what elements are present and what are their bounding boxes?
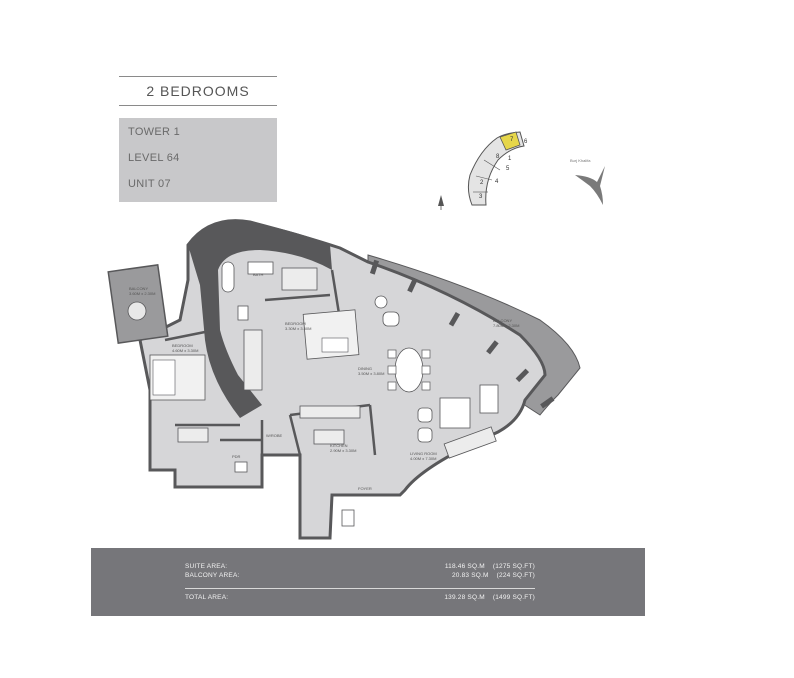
kitchen-island: [313, 429, 345, 445]
unit-info-panel: TOWER 1 LEVEL 64 UNIT 07: [119, 118, 277, 202]
room-label-living: LIVING ROOM: [410, 451, 437, 456]
apartment-plan: BALCONY 3.60M x 2.30M BATH BEDROOM 4.60M…: [107, 219, 581, 540]
burj-khalifa-direction-icon: Burj Khalifa: [570, 158, 605, 205]
key-unit-6: 6: [524, 139, 528, 145]
room-label-wardrobe: W/ROBE: [266, 433, 283, 438]
room-dim-dining: 3.50M x 3.80M: [358, 371, 384, 376]
room-label-balcony-left: BALCONY: [129, 286, 148, 291]
page-title: 2 BEDROOMS: [146, 83, 250, 99]
key-unit-4: 4: [495, 179, 499, 185]
room-label-balcony-right: BALCONY: [493, 318, 512, 323]
level-label: LEVEL 64: [128, 152, 180, 164]
suite-area-label: SUITE AREA:: [185, 563, 228, 570]
room-dim-living: 4.00M x 7.30M: [410, 456, 436, 461]
total-area-value: 139.28 SQ.M (1499 SQ.FT): [444, 594, 535, 601]
room-dim-balcony-right: 7.80M x 2.30M: [493, 323, 519, 328]
key-plan: 7 6 8 1 2 3 4 5: [467, 131, 528, 206]
key-unit-8: 8: [496, 154, 500, 160]
core-wall: [188, 220, 332, 418]
room-label-foyer: FOYER: [358, 486, 372, 491]
key-unit-7: 7: [510, 137, 514, 143]
dining-table: [394, 347, 424, 393]
unit-label: UNIT 07: [128, 178, 171, 190]
room-label-bath: BATH: [253, 272, 263, 277]
tower-label: TOWER 1: [128, 126, 181, 138]
room-label-kitchen: KITCHEN: [330, 443, 348, 448]
room-label-bedroom-master: BEDROOM: [285, 321, 306, 326]
north-arrow-icon: [438, 195, 444, 210]
title-block: 2 BEDROOMS: [119, 76, 277, 106]
room-label-bedroom-left: BEDROOM: [172, 343, 193, 348]
key-unit-3: 3: [479, 194, 483, 200]
key-unit-5: 5: [506, 166, 510, 172]
key-unit-2: 2: [480, 180, 484, 186]
room-dim-balcony-left: 3.60M x 2.30M: [129, 291, 155, 296]
room-dim-kitchen: 2.90M x 3.30M: [330, 448, 356, 453]
room-label-dining: DINING: [358, 366, 372, 371]
area-summary: SUITE AREA: 118.46 SQ.M (1275 SQ.FT) BAL…: [91, 548, 645, 616]
balcony-area-label: BALCONY AREA:: [185, 572, 240, 579]
suite-area-value: 118.46 SQ.M (1275 SQ.FT): [444, 563, 535, 570]
total-area-label: TOTAL AREA:: [185, 594, 229, 601]
area-divider: [185, 588, 535, 589]
room-dim-bedroom-left: 4.60M x 3.30M: [172, 348, 198, 353]
highlighted-unit: [499, 131, 521, 151]
direction-label: Burj Khalifa: [570, 158, 591, 163]
room-dim-bedroom-master: 3.30M x 3.50M: [285, 326, 311, 331]
balcony-area-value: 20.83 SQ.M (224 SQ.FT): [451, 572, 535, 579]
key-unit-1: 1: [508, 156, 512, 162]
room-label-pdr: PDR: [232, 454, 241, 459]
